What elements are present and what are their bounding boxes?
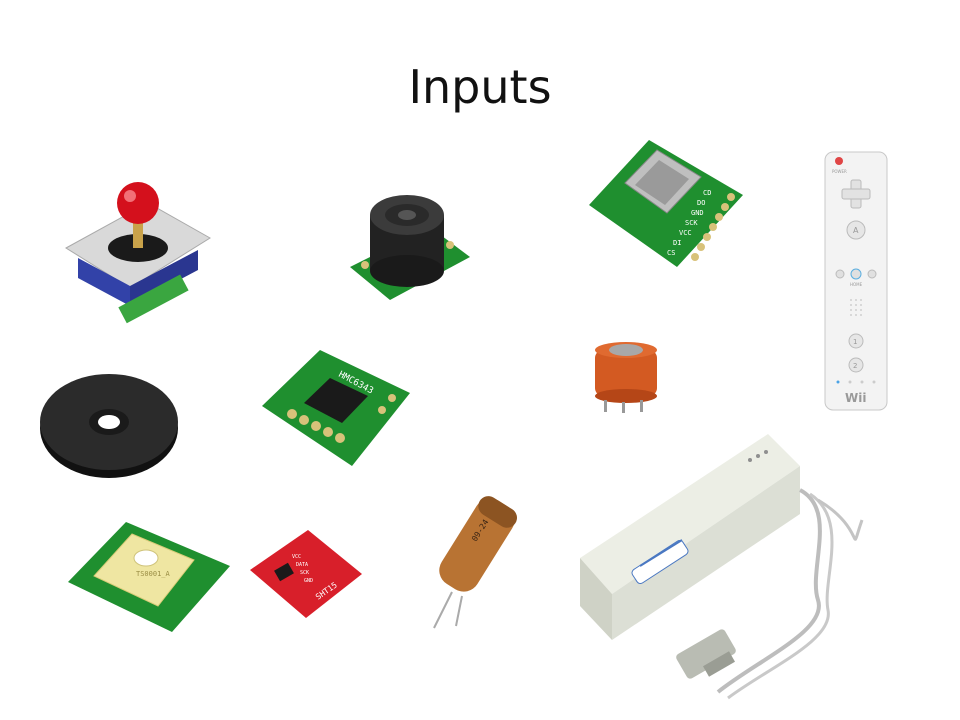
wii-remote-image: POWER A HOME 1 2 Wii xyxy=(823,150,889,412)
sd-pin-label: CD xyxy=(703,189,711,197)
sd-pin-label: VCC xyxy=(679,229,692,237)
sd-pin-label: CS xyxy=(667,249,675,257)
gps-label: TS0001_A xyxy=(136,570,171,578)
wii-brand-logo: Wii xyxy=(845,391,866,405)
wii-a-label: A xyxy=(853,226,859,235)
rfid-disc-image xyxy=(38,368,180,480)
sht-pin-label: VCC xyxy=(292,554,301,560)
compass-module-image: HMC6343 xyxy=(260,348,412,468)
wii-2-label: 2 xyxy=(853,362,857,370)
ultrasonic-sensor-image xyxy=(345,185,475,310)
sd-pin-label: GND xyxy=(691,209,704,217)
sd-breakout-image: CD DO GND SCK VCC DI CS xyxy=(585,135,745,275)
sht15-breakout-image: VCC DATA SCK GND SHT15 xyxy=(248,528,364,620)
sd-pin-label: DO xyxy=(697,199,705,207)
joystick-image xyxy=(58,178,218,324)
tilt-sensor-image: 09-24 xyxy=(426,488,542,630)
gas-sensor-image xyxy=(592,338,660,413)
sht-pin-label: SCK xyxy=(300,570,309,576)
sd-pin-label: DI xyxy=(673,239,681,247)
sht-pin-label: DATA xyxy=(296,562,308,568)
card-reader-image xyxy=(578,430,880,710)
slide-title: Inputs xyxy=(408,60,552,114)
gps-antenna-image: TS0001_A xyxy=(66,516,232,636)
wii-1-label: 1 xyxy=(853,338,857,346)
wii-power-label: POWER xyxy=(832,169,847,174)
sd-pin-label: SCK xyxy=(685,219,698,227)
sht-pin-label: GND xyxy=(304,578,313,584)
wii-home-label: HOME xyxy=(850,282,863,287)
